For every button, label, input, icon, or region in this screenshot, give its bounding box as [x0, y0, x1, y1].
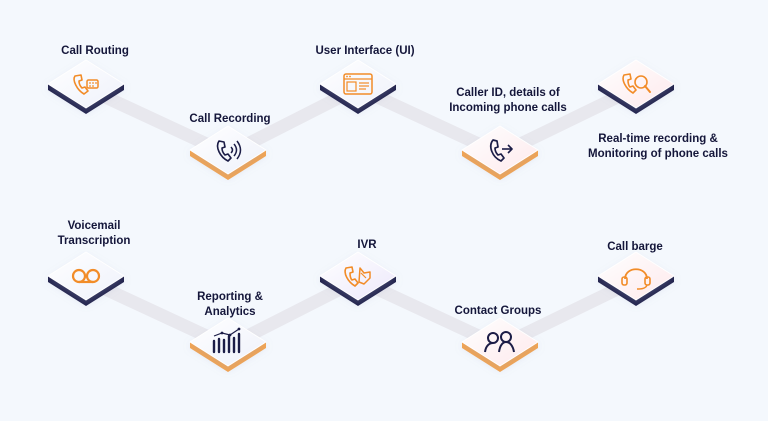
phone-keypad-icon — [73, 74, 99, 95]
label-call-barge: Call barge — [607, 241, 663, 253]
tile-face — [189, 125, 267, 175]
tile-ivr — [319, 251, 397, 306]
phone-hand-icon — [344, 266, 371, 287]
tile-face — [319, 59, 397, 109]
tile-face — [319, 251, 397, 301]
tile-face — [597, 251, 675, 301]
tile-layer — [47, 59, 675, 372]
connector-lines — [79, 81, 643, 353]
label-reporting: Reporting & Analytics — [197, 291, 263, 318]
tile-face — [47, 59, 125, 109]
phone-arrow-icon — [490, 139, 513, 162]
bar-chart-icon — [212, 327, 241, 354]
tile-voicemail — [47, 251, 125, 306]
tile-contact-groups — [461, 317, 539, 372]
label-contact-groups: Contact Groups — [454, 305, 542, 317]
tile-call-barge — [597, 251, 675, 306]
tile-caller-id — [461, 125, 539, 180]
tile-call-recording — [189, 125, 267, 180]
voicemail-icon — [71, 268, 101, 284]
label-ivr: IVR — [357, 239, 377, 251]
label-voicemail: Voicemail Transcription — [57, 220, 131, 247]
tile-call-routing — [47, 59, 125, 114]
label-monitoring: Real-time recording & Monitoring of phon… — [588, 133, 728, 160]
headset-icon — [621, 268, 651, 290]
label-caller-id: Caller ID, details of Incoming phone cal… — [449, 87, 567, 114]
tile-user-interface — [319, 59, 397, 114]
tile-face — [461, 125, 539, 175]
people-group-icon — [484, 331, 515, 353]
tile-reporting — [189, 317, 267, 372]
web-layout-icon — [343, 73, 373, 95]
phone-magnifier-icon — [622, 73, 651, 94]
tile-face — [461, 317, 539, 367]
phone-soundwave-icon — [216, 140, 242, 162]
label-call-routing: Call Routing — [61, 45, 129, 57]
tile-monitoring — [597, 59, 675, 114]
label-call-recording: Call Recording — [189, 113, 271, 125]
label-user-interface: User Interface (UI) — [315, 45, 415, 57]
